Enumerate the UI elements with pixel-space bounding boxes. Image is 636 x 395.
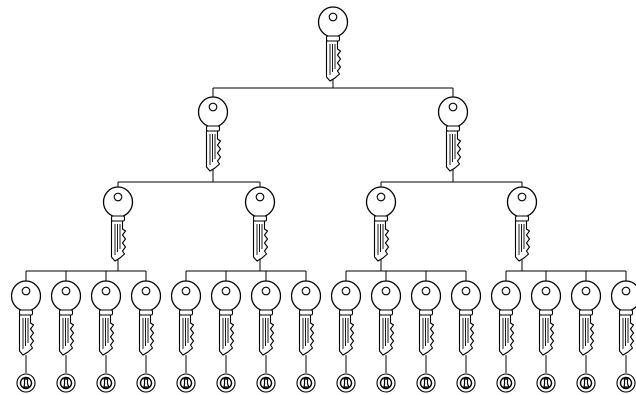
lock-cylinder-icon (296, 373, 316, 393)
connector-level-3 (25, 355, 627, 373)
lock-cylinder-icon (376, 373, 396, 393)
sub-master-key-icon (506, 186, 538, 262)
sub-master-key-icon (365, 186, 397, 262)
lock-cylinder-icon (336, 373, 356, 393)
lock-cylinder-icon (256, 373, 276, 393)
lock-cylinder-icon (496, 373, 516, 393)
connector-level-2-3 (345, 259, 467, 282)
change-key-icon (370, 280, 402, 356)
lock-cylinder-icon (576, 373, 596, 393)
connector-level-2-2 (185, 259, 307, 282)
lock-cylinder-icon (216, 373, 236, 393)
change-key-icon (330, 280, 362, 356)
lock-cylinder-icon (456, 373, 476, 393)
change-key-icon (450, 280, 482, 356)
change-key-icon (530, 280, 562, 356)
lock-cylinder-icon (16, 373, 36, 393)
change-key-icon (610, 280, 636, 356)
change-key-icon (170, 280, 202, 356)
grand-master-key-icon (317, 6, 349, 82)
lock-cylinder-icon (536, 373, 556, 393)
lock-cylinder-icon (56, 373, 76, 393)
lock-cylinder-icon (176, 373, 196, 393)
connector-level-1-a (117, 169, 261, 188)
change-key-icon (290, 280, 322, 356)
connector-level-2-1 (25, 259, 147, 282)
change-key-icon (570, 280, 602, 356)
change-key-icon (90, 280, 122, 356)
sub-master-key-icon (102, 186, 134, 262)
connector-level-0 (212, 79, 454, 98)
connector-level-1-b (380, 169, 523, 188)
change-key-icon (490, 280, 522, 356)
lock-cylinder-icon (416, 373, 436, 393)
change-key-icon (210, 280, 242, 356)
lock-cylinder-icon (96, 373, 116, 393)
change-key-icon (250, 280, 282, 356)
change-key-icon (130, 280, 162, 356)
change-key-icon (50, 280, 82, 356)
change-key-icon (10, 280, 42, 356)
change-key-icon (410, 280, 442, 356)
master-key-icon (437, 96, 469, 172)
sub-master-key-icon (244, 186, 276, 262)
lock-cylinder-icon (136, 373, 156, 393)
connector-level-2-4 (505, 259, 627, 282)
master-key-icon (197, 96, 229, 172)
lock-cylinder-icon (616, 373, 636, 393)
